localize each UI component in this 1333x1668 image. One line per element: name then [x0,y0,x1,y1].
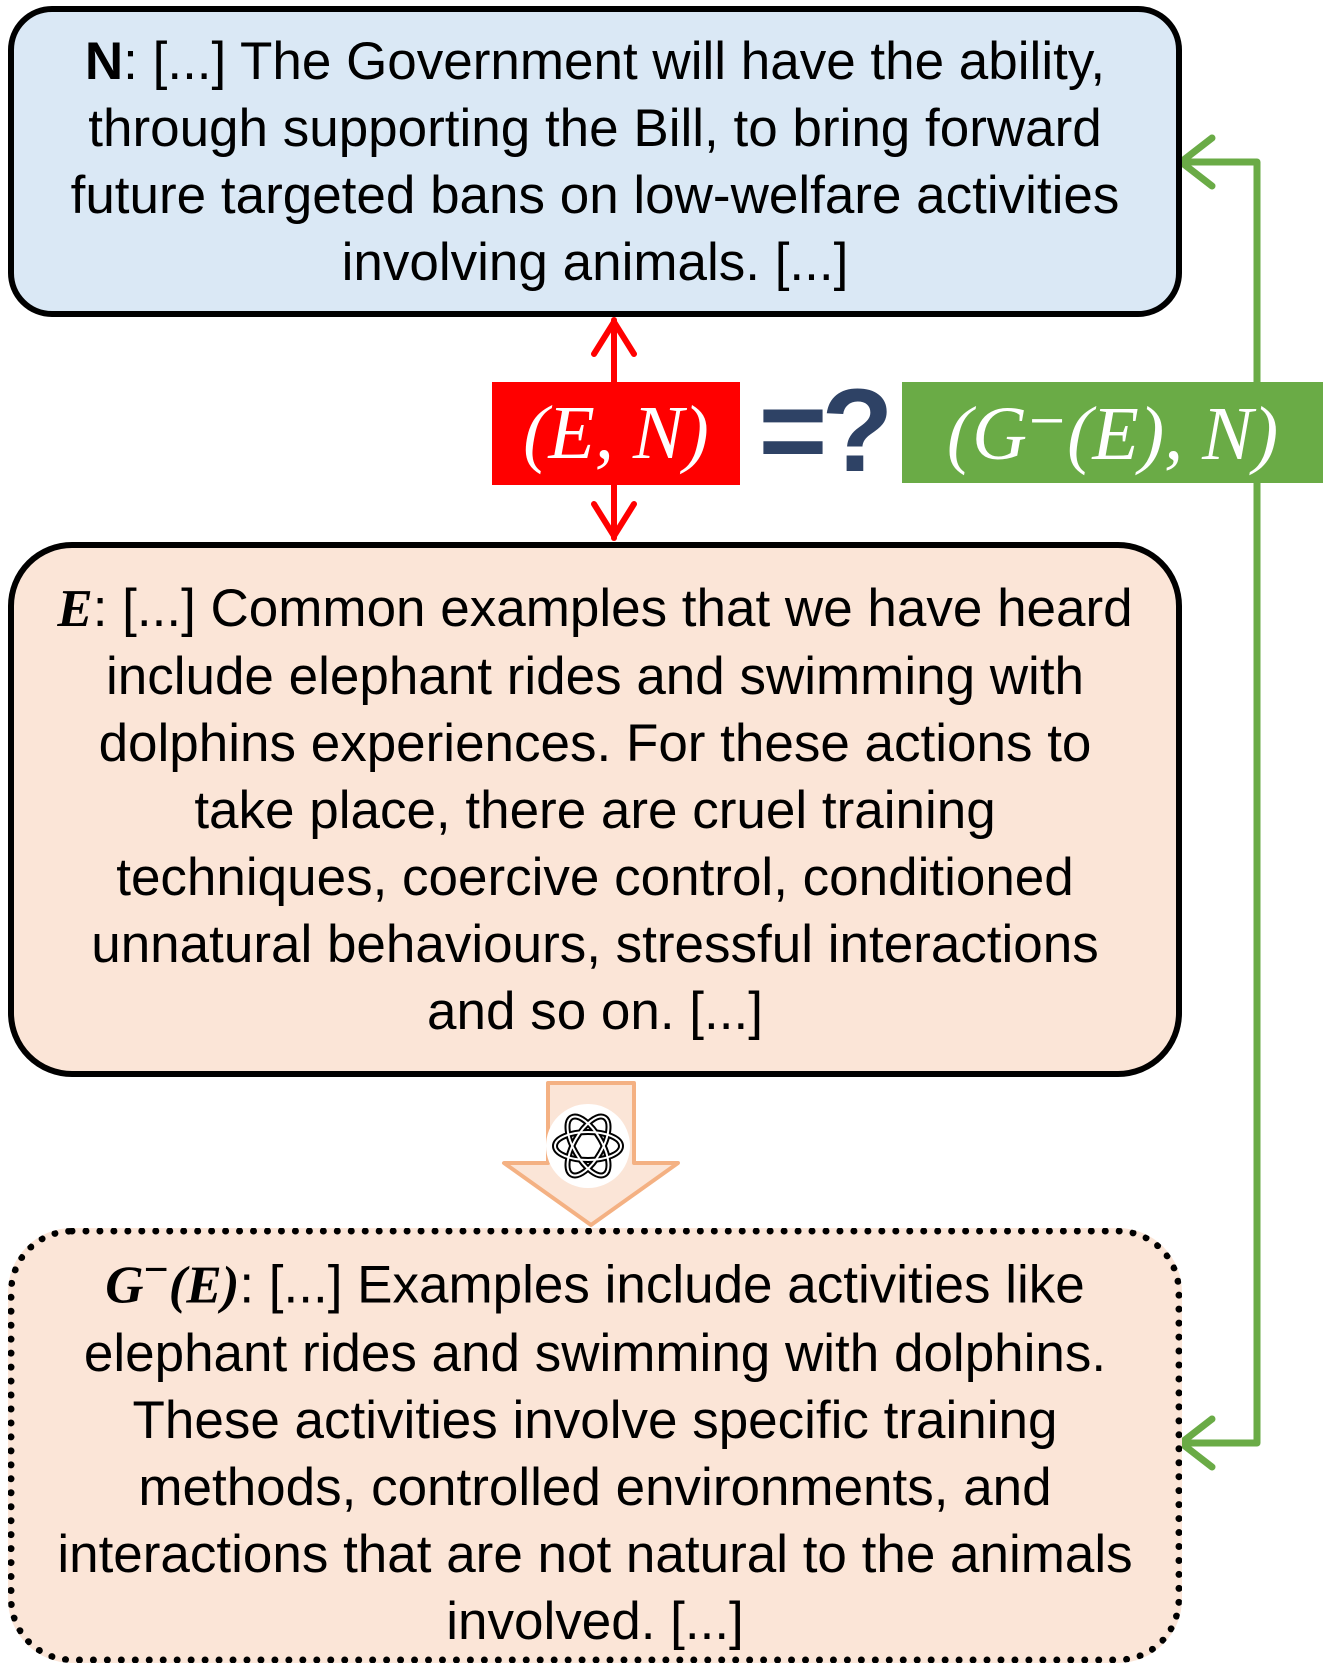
generated-label-arg: (E) [168,1256,240,1315]
generated-text: G−(E): [...] Examples include activities… [55,1236,1135,1655]
evidence-text-box: E: [...] Common examples that we have he… [8,542,1182,1077]
generated-body: [...] Examples include activities like e… [57,1255,1133,1651]
original-pair-label: (E, N) [492,382,740,485]
evidence-separator: : [92,578,108,638]
news-text: N: [...] The Government will have the ab… [69,28,1121,296]
generated-pair-label: (G⁻(E), N) [902,382,1323,483]
news-text-box: N: [...] The Government will have the ab… [8,6,1182,317]
generated-text-box: G−(E): [...] Examples include activities… [8,1228,1182,1663]
news-label: N [84,31,124,91]
comparison-symbol: =? [758,365,894,497]
evidence-label: E [57,579,93,638]
evidence-body: [...] Common examples that we have heard… [91,578,1133,1041]
evidence-text: E: [...] Common examples that we have he… [54,575,1136,1045]
news-separator: : [123,31,138,91]
green-feedback-arrow [1177,134,1261,1471]
news-body: [...] The Government will have the abili… [70,31,1120,292]
openai-logo-icon [546,1104,630,1188]
generated-label-sup: − [143,1245,169,1295]
generated-separator: : [239,1255,255,1315]
generated-label-g: G [105,1256,144,1315]
